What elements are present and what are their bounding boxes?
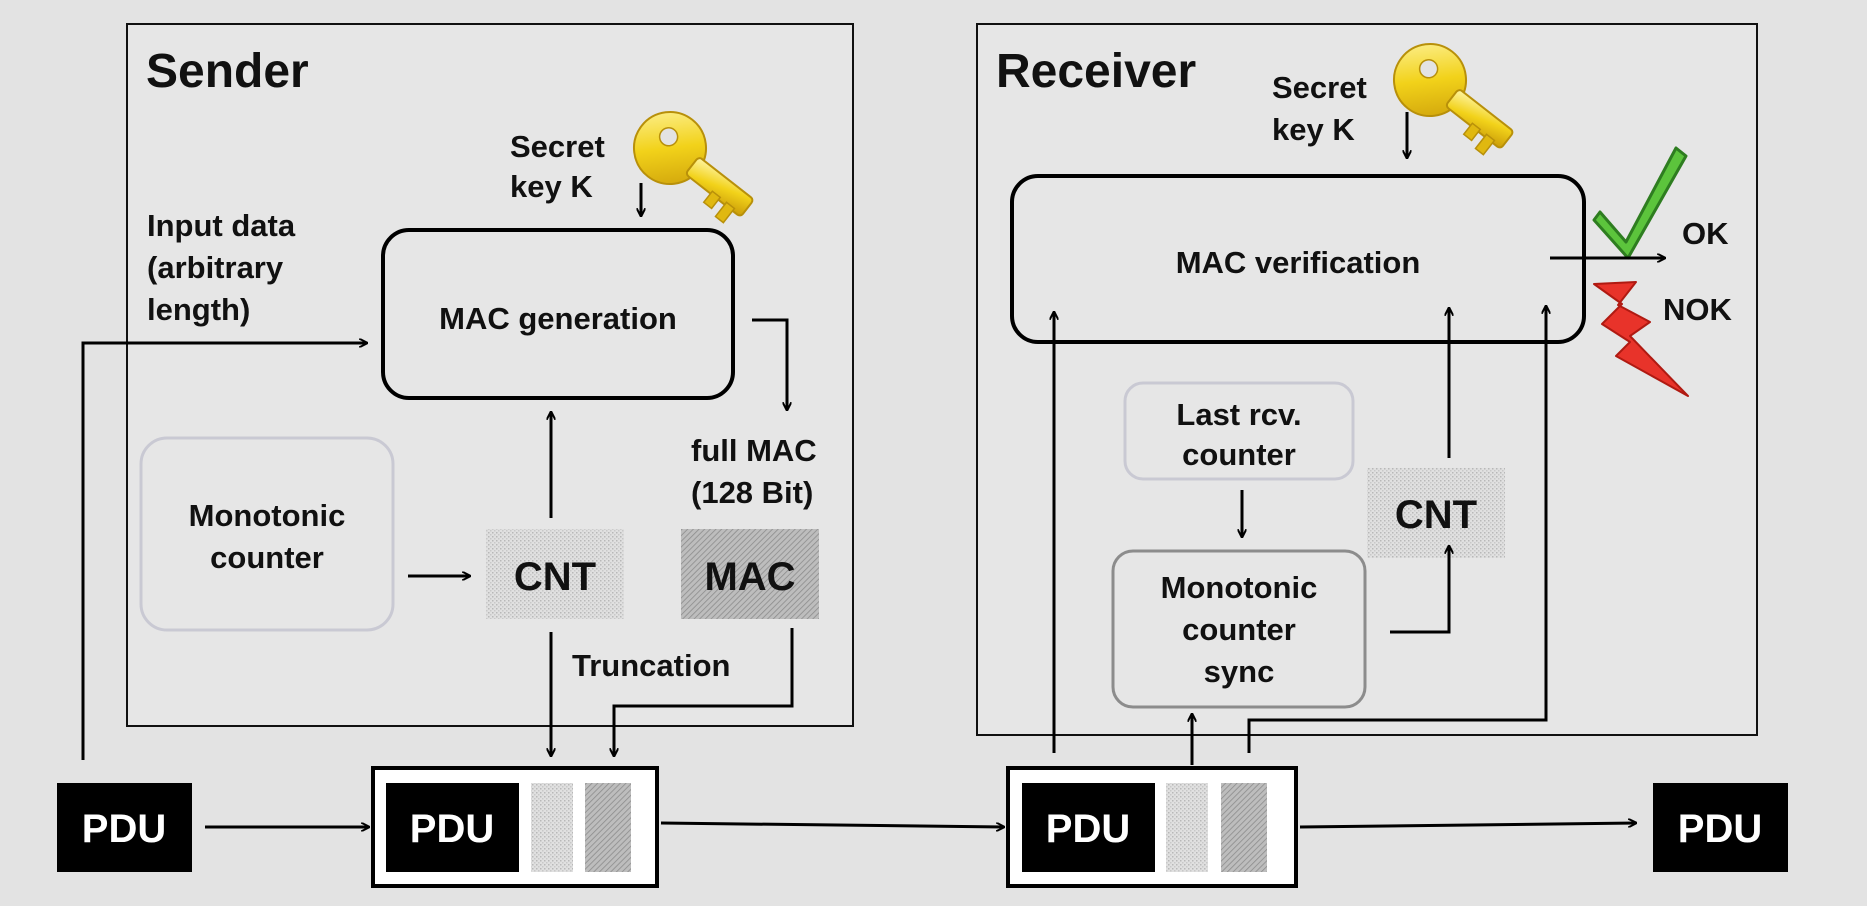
monotonic-counter-label-2: counter <box>210 540 324 575</box>
key-icon <box>633 111 754 224</box>
sender-cnt-label: CNT <box>514 555 596 599</box>
input-data-arrow <box>81 343 367 760</box>
input-data-label-1: Input data <box>147 208 296 243</box>
receiver-frame <box>976 23 1758 736</box>
truncation-label: Truncation <box>572 648 730 683</box>
input-data-label-3: length) <box>147 292 250 327</box>
full-mac-label-2: (128 Bit) <box>691 475 813 510</box>
nok-label: NOK <box>1663 292 1733 327</box>
sender-secured-pdu-mac-field <box>585 783 631 872</box>
receiver-cnt-label: CNT <box>1395 493 1477 537</box>
lightning-bolt-icon <box>1593 281 1689 397</box>
full-mac-label-1: full MAC <box>691 433 817 468</box>
last-rcv-counter-label-1: Last rcv. <box>1176 397 1301 432</box>
monotonic-counter-sync-box <box>1111 549 1367 709</box>
sync-label-2: counter <box>1182 612 1296 647</box>
input-data-label-2: (arbitrary <box>147 250 284 285</box>
receiver-title: Receiver <box>996 45 1196 98</box>
output-arrow <box>1299 823 1636 829</box>
receiver-secured-pdu-mac-field <box>1221 783 1267 872</box>
input-pdu-box <box>57 783 192 872</box>
sender-cnt-box <box>486 529 624 619</box>
sender-secured-pdu-cnt-field <box>531 783 573 872</box>
mac-verification-label: MAC verification <box>1176 245 1421 280</box>
sender-secured-pdu-label: PDU <box>410 807 494 851</box>
receiver-cnt-box <box>1367 468 1505 558</box>
sync-label-1: Monotonic <box>1161 570 1318 605</box>
mac-generation-label: MAC generation <box>439 301 677 336</box>
receiver-secret-key-label-1: Secret <box>1272 70 1367 105</box>
receiver-secured-pdu-payload <box>1022 783 1155 872</box>
receiver-panel: Receiver Secret key K MAC verification O… <box>976 23 1758 765</box>
last-rcv-counter-box <box>1123 381 1355 481</box>
sender-secret-key-label-1: Secret <box>510 129 605 164</box>
sender-panel: Sender Secret key K Input data (arbitrar… <box>81 23 854 760</box>
receiver-secured-pdu-cnt-field <box>1166 783 1208 872</box>
sync-label-3: sync <box>1204 654 1275 689</box>
last-rcv-counter-label-2: counter <box>1182 437 1296 472</box>
full-mac-arrow <box>752 318 787 410</box>
sender-secured-pdu-payload <box>386 783 519 872</box>
sync-to-cnt-arrow <box>1390 546 1449 634</box>
input-pdu-label: PDU <box>82 807 166 851</box>
sender-title: Sender <box>146 45 309 98</box>
output-pdu-label: PDU <box>1678 807 1762 851</box>
pdu-row: PDU PDU PDU PDU <box>57 766 1788 888</box>
monotonic-counter-box <box>139 436 395 632</box>
mac-generation-box <box>381 228 735 400</box>
key-icon <box>1393 43 1514 156</box>
ok-label: OK <box>1682 216 1729 251</box>
sender-mac-box <box>681 529 819 619</box>
truncation-arrow <box>614 628 794 756</box>
mac-to-verification-arrow <box>1247 306 1546 753</box>
monotonic-counter-label-1: Monotonic <box>189 498 346 533</box>
receiver-secret-key-label-2: key K <box>1272 112 1355 147</box>
check-icon <box>1592 146 1688 260</box>
sender-frame <box>126 23 854 727</box>
sender-mac-label: MAC <box>704 555 795 599</box>
output-pdu-box <box>1653 783 1788 872</box>
transmission-arrow <box>660 821 1004 827</box>
receiver-secured-pdu-label: PDU <box>1046 807 1130 851</box>
sender-secret-key-label-2: key K <box>510 169 593 204</box>
